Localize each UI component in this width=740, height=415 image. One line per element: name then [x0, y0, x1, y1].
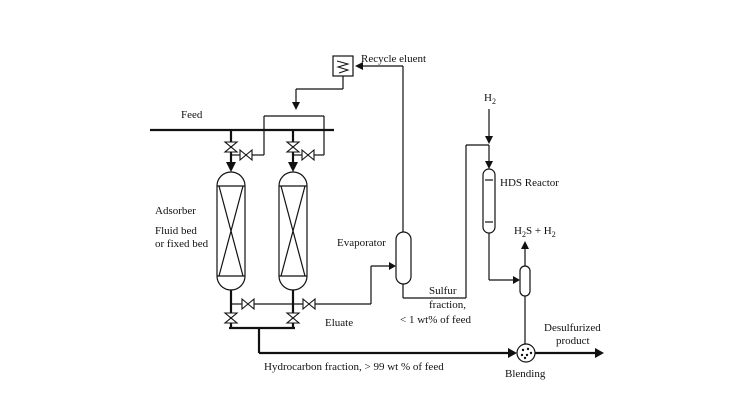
hds-reactor-label: HDS Reactor [500, 177, 559, 189]
fraction-pct-label: < 1 wt% of feed [400, 314, 471, 326]
valve-icon [223, 141, 239, 153]
valve-icon [285, 312, 301, 324]
blending-mixer-icon [516, 343, 536, 363]
fluid-bed-label: Fluid bed [155, 225, 197, 237]
blending-label: Blending [505, 368, 546, 380]
evaporator-vessel [395, 231, 412, 285]
h2-label: H2 [484, 92, 496, 106]
valve-icon [223, 312, 239, 324]
recycle-eluent-label: Recycle eluent [361, 53, 426, 65]
valve-icon [301, 148, 315, 162]
valve-icon [302, 297, 316, 311]
product-label: product [556, 335, 590, 347]
feed-label: Feed [181, 109, 203, 121]
eluate-label: Eluate [325, 317, 353, 329]
valve-icon [285, 141, 301, 153]
sulfur-label: Sulfur [429, 285, 457, 297]
fixed-bed-label: or fixed bed [155, 238, 209, 250]
desulfurized-label: Desulfurized [544, 322, 601, 334]
separator-vessel [519, 265, 531, 297]
adsorber-column-1 [216, 171, 246, 291]
hydrocarbon-label: Hydrocarbon fraction, > 99 wt % of feed [264, 361, 444, 373]
adsorber-label: Adsorber [155, 205, 196, 217]
hds-reactor-vessel [482, 168, 496, 234]
heat-exchanger-icon [332, 55, 354, 77]
valve-icon [241, 297, 255, 311]
fraction-label: fraction, [429, 299, 466, 311]
valve-icon [239, 148, 253, 162]
adsorber-column-2 [278, 171, 308, 291]
evaporator-label: Evaporator [337, 237, 386, 249]
h2s-h2-label: H2S + H2 [514, 225, 556, 239]
